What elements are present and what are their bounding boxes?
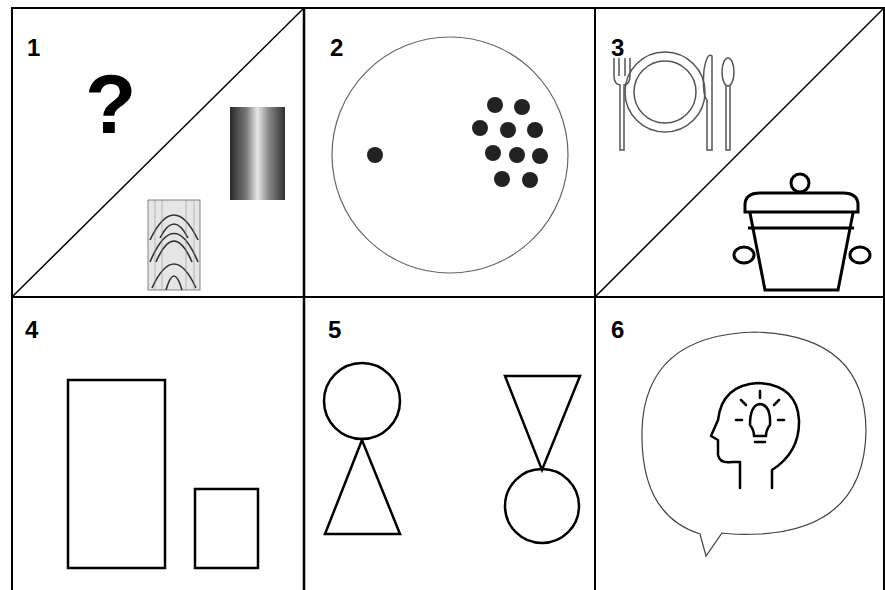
circle-triangle-figures (324, 363, 580, 543)
size-rectangles (68, 380, 258, 568)
material-samples (148, 107, 285, 290)
question-mark: ? (85, 62, 136, 146)
panel-number: 3 (611, 36, 624, 60)
panel-grid (12, 8, 884, 590)
panel-number: 4 (25, 318, 38, 342)
dots-in-circle (332, 37, 568, 273)
panel-number: 5 (328, 318, 341, 342)
place-setting (614, 52, 734, 150)
panel-number: 2 (330, 36, 343, 60)
idea-head-icon (711, 383, 799, 488)
panel-number: 1 (27, 36, 40, 60)
thought-bubble (642, 332, 866, 556)
cooking-pot (734, 174, 870, 290)
panel-number: 6 (611, 318, 624, 342)
